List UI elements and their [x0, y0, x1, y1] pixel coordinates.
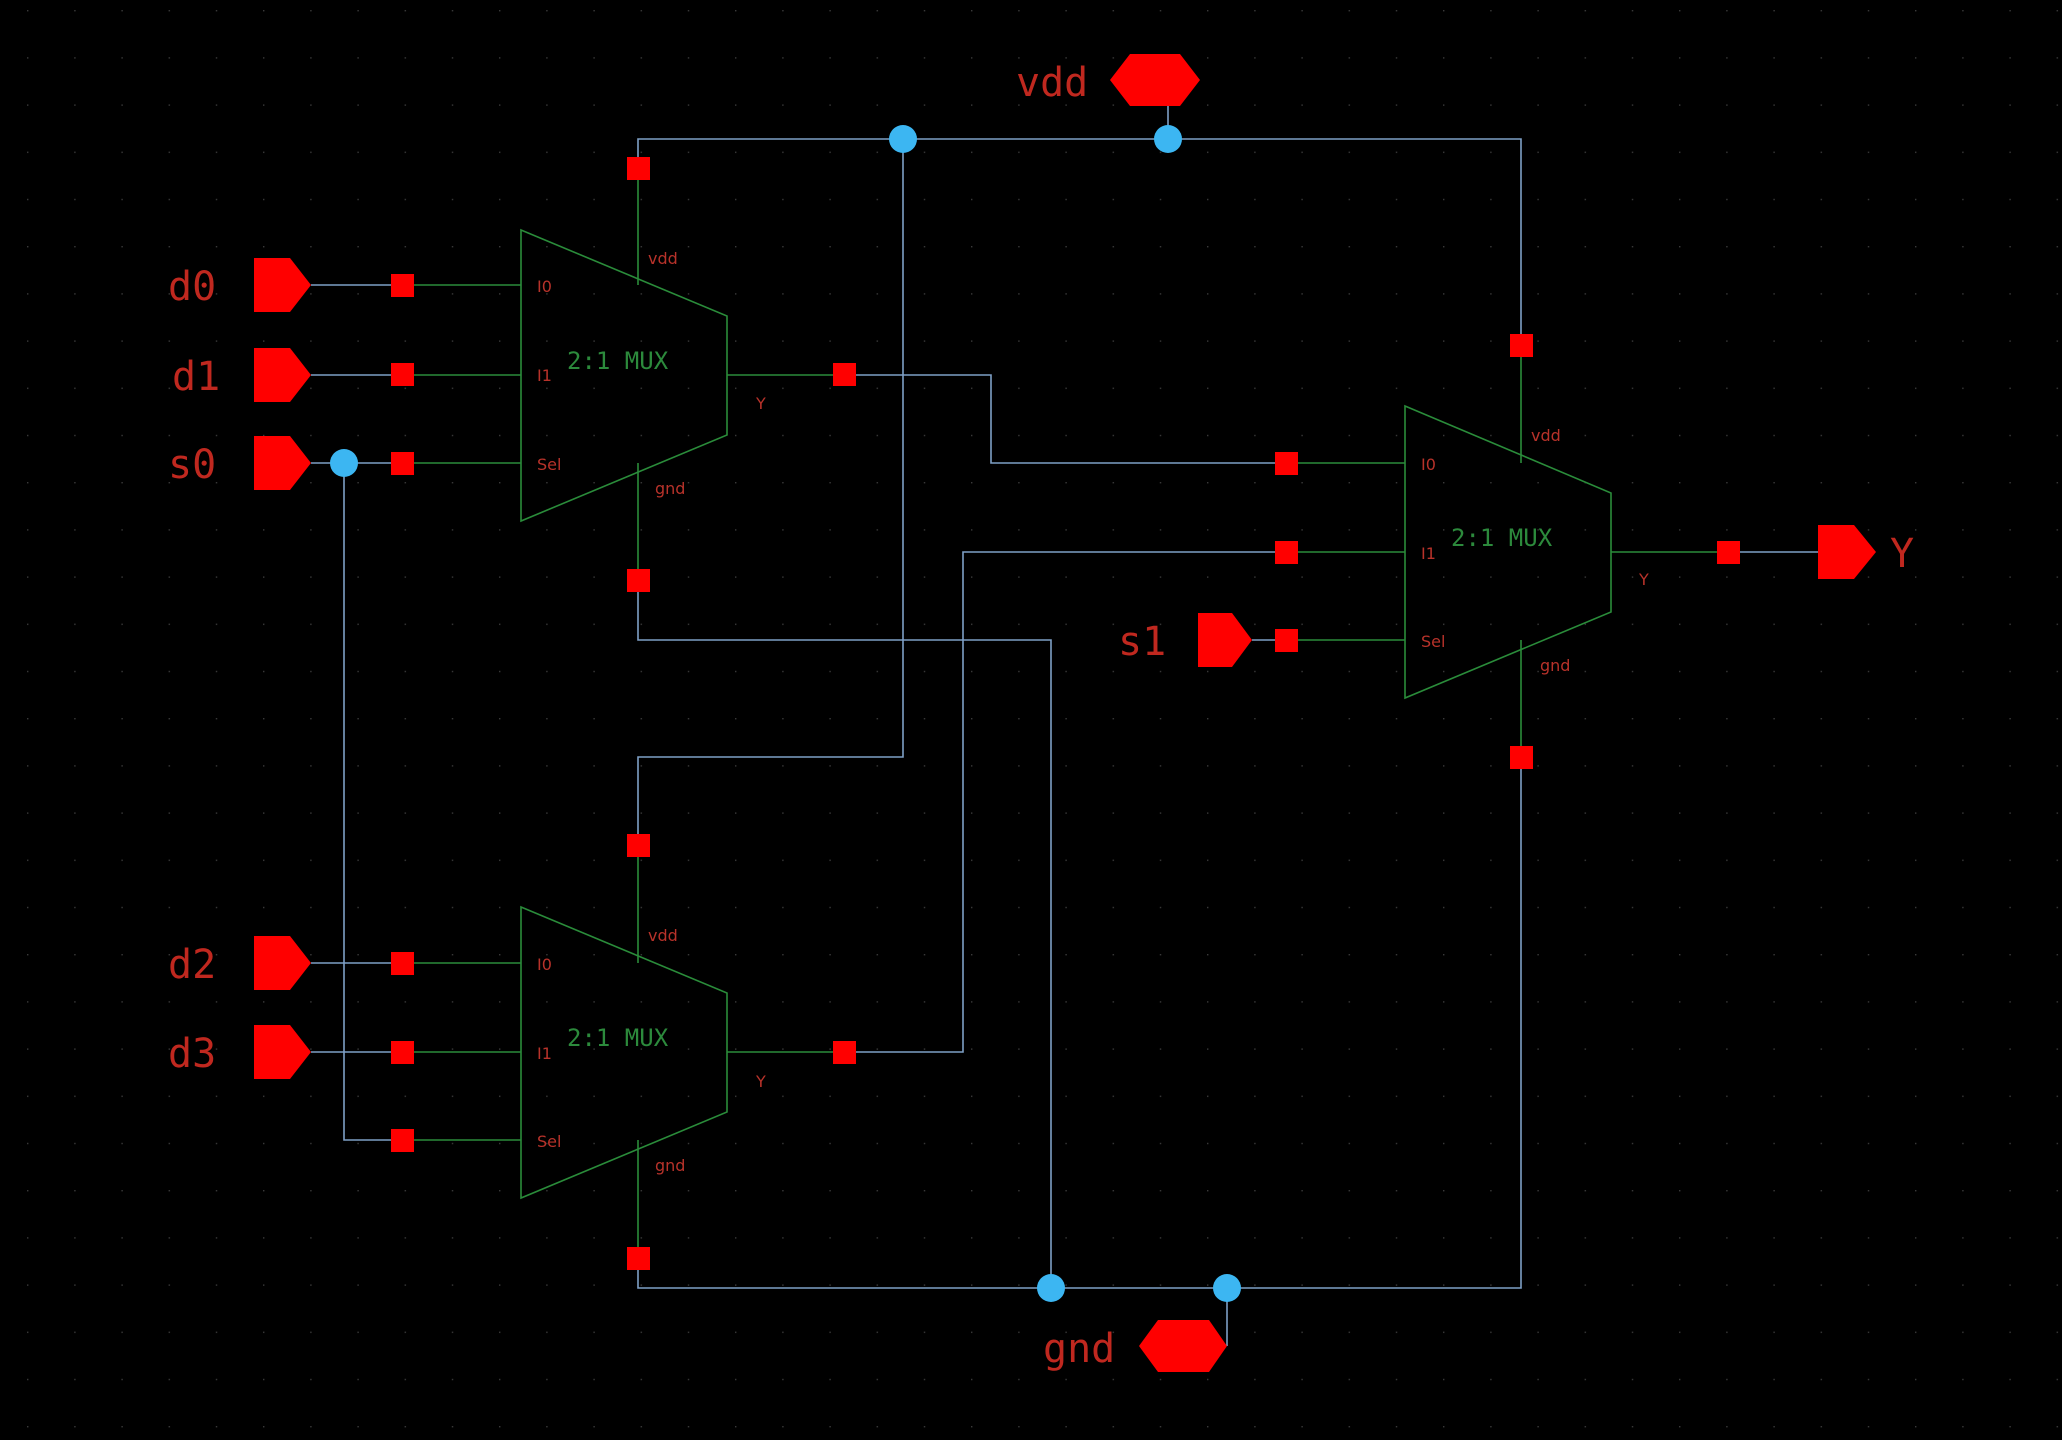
pin-d0-label: d0 [168, 264, 216, 310]
mux2-out-net[interactable] [845, 551, 1287, 1053]
instance-stubs [403, 168, 1729, 1258]
mux-1[interactable]: 2:1 MUX I0 I1 Sel vdd gnd Y [520, 228, 766, 523]
junctions [330, 125, 1241, 1302]
pin-s1[interactable]: s1 [1118, 613, 1252, 667]
pin-d2-label: d2 [168, 942, 216, 988]
pin-s0-label: s0 [168, 442, 216, 488]
mux-1-title: 2:1 MUX [567, 347, 669, 375]
gnd-net[interactable] [637, 757, 1522, 1289]
mux-2-title: 2:1 MUX [567, 1024, 669, 1052]
mux-3-i0-label: I0 [1421, 455, 1436, 474]
mux-3-vdd-label: vdd [1531, 426, 1561, 445]
mux-1-gnd-label: gnd [655, 479, 685, 498]
mux-3[interactable]: 2:1 MUX I0 I1 Sel vdd gnd Y [1404, 404, 1649, 700]
pin-y-label: Y [1890, 531, 1914, 577]
mux-2-sel-label: Sel [537, 1132, 561, 1151]
pin-d1[interactable]: d1 [172, 348, 311, 402]
terminal[interactable] [1275, 541, 1298, 564]
terminal[interactable] [627, 1247, 650, 1270]
terminals [391, 157, 1740, 1270]
junction-dot[interactable] [1154, 125, 1182, 153]
mux-2-y-label: Y [755, 1072, 766, 1091]
terminal[interactable] [391, 452, 414, 475]
mux-3-sel-label: Sel [1421, 632, 1445, 651]
terminal[interactable] [833, 363, 856, 386]
pin-s1-label: s1 [1118, 619, 1166, 665]
junction-dot[interactable] [889, 125, 917, 153]
pin-vdd[interactable]: vdd [1016, 54, 1200, 106]
mux-1-i0-label: I0 [537, 277, 552, 296]
pin-d3[interactable]: d3 [168, 1025, 311, 1079]
mux-1-i1-label: I1 [537, 366, 552, 385]
terminal[interactable] [627, 157, 650, 180]
vdd-net[interactable] [637, 138, 1522, 345]
s0-branch[interactable] [343, 463, 403, 1141]
pin-vdd-label: vdd [1016, 60, 1088, 106]
gnd-branch-upper[interactable] [637, 581, 1052, 1288]
pin-y[interactable]: Y [1818, 525, 1914, 579]
pin-d0[interactable]: d0 [168, 258, 311, 312]
terminal[interactable] [1717, 541, 1740, 564]
pin-s0[interactable]: s0 [168, 436, 311, 490]
nets [311, 106, 1818, 1346]
terminal[interactable] [627, 834, 650, 857]
pin-d2[interactable]: d2 [168, 936, 311, 990]
mux-2-vdd-label: vdd [648, 926, 678, 945]
junction-dot[interactable] [330, 449, 358, 477]
terminal[interactable] [627, 569, 650, 592]
input-pins: d0 d1 s0 d2 d3 s1 [168, 258, 1252, 1079]
pin-gnd[interactable]: gnd [1043, 1320, 1227, 1372]
mux-2-gnd-label: gnd [655, 1156, 685, 1175]
pin-d1-label: d1 [172, 354, 220, 400]
terminal[interactable] [391, 1129, 414, 1152]
mux-1-y-label: Y [755, 394, 766, 413]
terminal[interactable] [391, 274, 414, 297]
mux-3-y-label: Y [1638, 570, 1649, 589]
mux1-out-net[interactable] [845, 374, 1287, 464]
junction-dot[interactable] [1037, 1274, 1065, 1302]
terminal[interactable] [391, 1041, 414, 1064]
mux-3-i1-label: I1 [1421, 544, 1436, 563]
mux-3-gnd-label: gnd [1540, 656, 1570, 675]
terminal[interactable] [391, 952, 414, 975]
pin-d3-label: d3 [168, 1031, 216, 1077]
mux-2-i0-label: I0 [537, 955, 552, 974]
vdd-branch-lower[interactable] [637, 139, 904, 845]
terminal[interactable] [1510, 334, 1533, 357]
terminal[interactable] [1275, 452, 1298, 475]
junction-dot[interactable] [1213, 1274, 1241, 1302]
mux-3-title: 2:1 MUX [1451, 524, 1553, 552]
mux-2[interactable]: 2:1 MUX I0 I1 Sel vdd gnd Y [520, 905, 766, 1200]
pin-gnd-label: gnd [1043, 1326, 1115, 1372]
mux-1-sel-label: Sel [537, 455, 561, 474]
terminal[interactable] [1510, 746, 1533, 769]
terminal[interactable] [391, 363, 414, 386]
mux-2-i1-label: I1 [537, 1044, 552, 1063]
terminal[interactable] [1275, 629, 1298, 652]
mux-1-vdd-label: vdd [648, 249, 678, 268]
terminal[interactable] [833, 1041, 856, 1064]
